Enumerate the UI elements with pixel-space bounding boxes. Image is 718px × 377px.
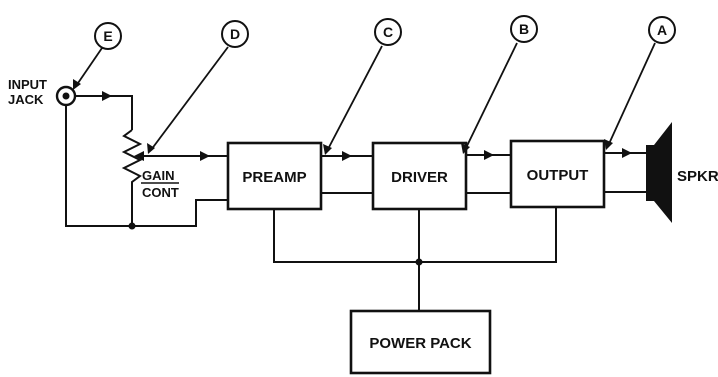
test-point-e-label: E bbox=[103, 28, 112, 44]
speaker-icon bbox=[646, 122, 672, 223]
test-point-a-arrowhead bbox=[604, 139, 613, 150]
ground-wire-left bbox=[65, 105, 228, 227]
output-label: OUTPUT bbox=[527, 167, 589, 184]
gain-control-label-line2: CONT bbox=[142, 185, 179, 200]
driver-label: DRIVER bbox=[391, 169, 448, 186]
power-junction-dot bbox=[415, 258, 423, 266]
input-jack-label-line1: INPUT bbox=[8, 77, 47, 92]
test-point-a-leader bbox=[607, 42, 656, 147]
output-to-speaker-arrowhead bbox=[622, 148, 632, 158]
test-point-c-label: C bbox=[383, 24, 393, 40]
input-arrowhead bbox=[102, 91, 112, 101]
gain-control-resistor bbox=[121, 129, 143, 226]
input-jack-label-line2: JACK bbox=[8, 92, 44, 107]
driver-to-output-arrowhead bbox=[484, 150, 494, 160]
driver-block bbox=[371, 141, 468, 211]
preamp-input-arrowhead bbox=[200, 151, 210, 161]
test-point-c-arrowhead bbox=[323, 144, 332, 155]
test-point-a-circle bbox=[648, 16, 676, 44]
wiper-arrowhead bbox=[134, 151, 144, 161]
preamp-label: PREAMP bbox=[242, 169, 306, 186]
power-pack-block bbox=[349, 309, 492, 375]
test-point-b-leader bbox=[464, 42, 518, 151]
test-point-d-leader bbox=[150, 46, 229, 151]
test-point-a-label: A bbox=[657, 22, 667, 38]
test-point-c-leader bbox=[326, 45, 383, 152]
speaker-label: SPKR bbox=[677, 168, 718, 185]
test-point-d-arrowhead bbox=[147, 143, 155, 154]
input-jack bbox=[55, 85, 77, 107]
test-point-c-circle bbox=[374, 18, 402, 46]
test-point-e-leader bbox=[75, 47, 103, 87]
power-bus-wire bbox=[273, 207, 557, 263]
preamp-to-driver-arrowhead bbox=[342, 151, 352, 161]
test-point-e-arrowhead bbox=[73, 79, 81, 90]
gain-control-label-line1: GAIN bbox=[142, 168, 175, 183]
input-signal-wire bbox=[75, 95, 133, 130]
output-block bbox=[509, 139, 606, 209]
test-point-d-label: D bbox=[230, 26, 240, 42]
test-point-b-label: B bbox=[519, 21, 529, 37]
ground-junction-dot bbox=[128, 222, 136, 230]
power-pack-label: POWER PACK bbox=[369, 335, 471, 352]
test-point-e-circle bbox=[94, 22, 122, 50]
test-point-b-circle bbox=[510, 15, 538, 43]
test-point-b-arrowhead bbox=[461, 143, 470, 154]
test-point-d-circle bbox=[221, 20, 249, 48]
